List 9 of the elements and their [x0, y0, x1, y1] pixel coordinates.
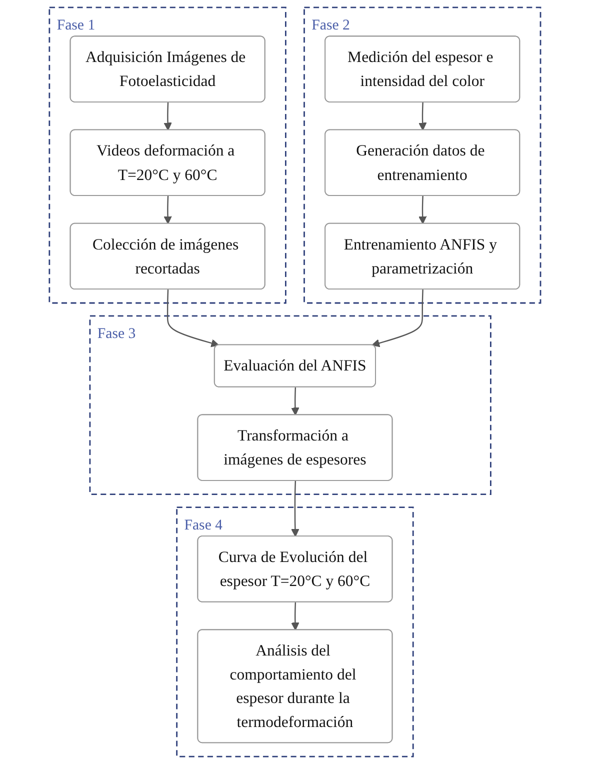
arrow: [418, 196, 426, 224]
arrow: [418, 102, 426, 131]
arrow: [290, 602, 299, 630]
arrow: [166, 290, 219, 348]
arrow: [163, 196, 172, 224]
arrow: [290, 480, 299, 537]
arrow: [163, 102, 172, 131]
arrow: [290, 387, 299, 416]
arrow: [371, 290, 423, 348]
